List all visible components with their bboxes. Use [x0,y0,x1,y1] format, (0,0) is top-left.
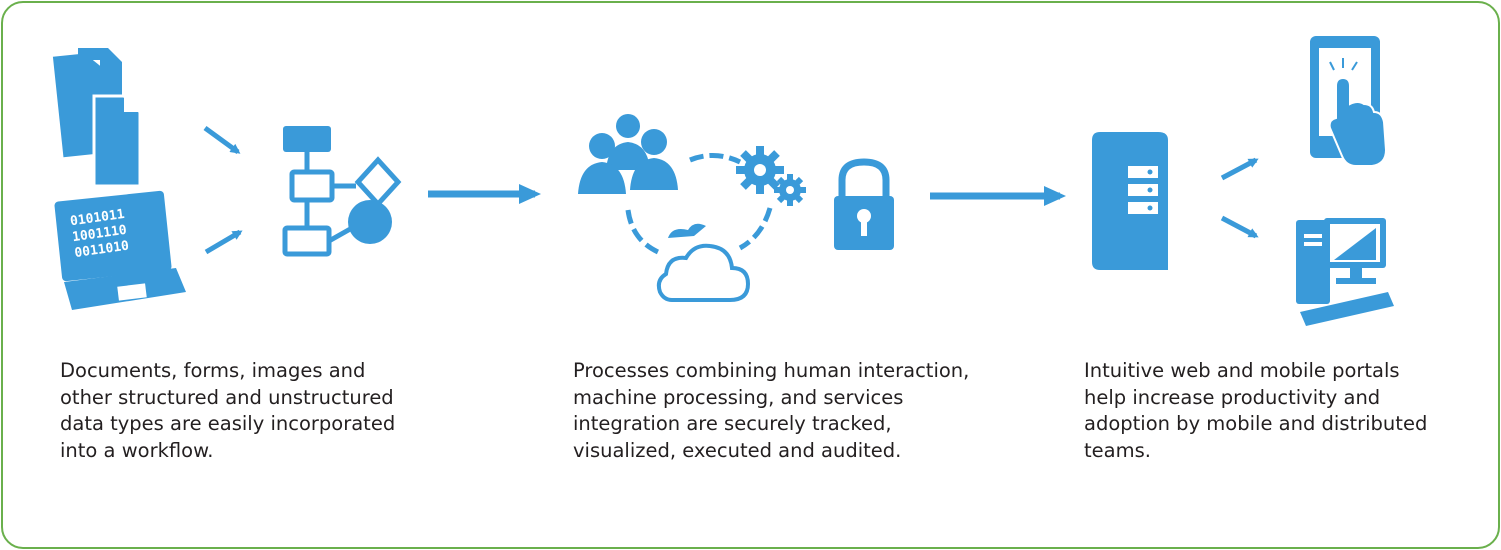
desktop-computer-icon [1296,218,1394,326]
caption-line: other structured and unstructured [60,385,394,409]
cloud-icon [656,223,751,302]
caption-line: into a workflow. [60,438,214,462]
server-icon [1092,132,1168,270]
arrow-docs-to-flow [203,125,241,155]
documents-icon [52,48,142,188]
caption-data-capture: Documents, forms, images and other struc… [60,358,395,464]
arrow-laptop-to-flow [204,229,243,255]
caption-process: Processes combining human interaction, m… [573,358,969,464]
cycle-connector [625,209,660,255]
gears-icon [736,146,806,206]
padlock-icon [834,158,894,250]
caption-line: visualized, executed and audited. [573,438,902,462]
arrow-server-to-tablet [1220,157,1259,181]
cycle-connector [738,207,773,251]
people-group-icon [578,114,678,194]
caption-line: teams. [1084,438,1151,462]
caption-line: integration are securely tracked, [573,412,892,435]
caption-line: Intuitive web and mobile portals [1084,359,1400,382]
caption-line: Processes combining human interaction, [573,359,970,382]
tablet-touch-icon [1310,36,1388,167]
flowchart-icon [282,126,402,257]
arrow-server-to-desktop [1220,215,1259,239]
laptop-binary-icon: 0101011 1001110 0011010 [54,190,186,310]
caption-line: machine processing, and services [573,385,904,409]
caption-portals: Intuitive web and mobile portals help in… [1084,358,1427,464]
caption-line: help increase productivity and [1084,385,1381,409]
caption-line: Documents, forms, images and [60,359,366,382]
caption-line: adoption by mobile and distributed [1084,412,1428,435]
cycle-connector [689,153,742,165]
caption-line: data types are easily incorporated [60,412,396,435]
